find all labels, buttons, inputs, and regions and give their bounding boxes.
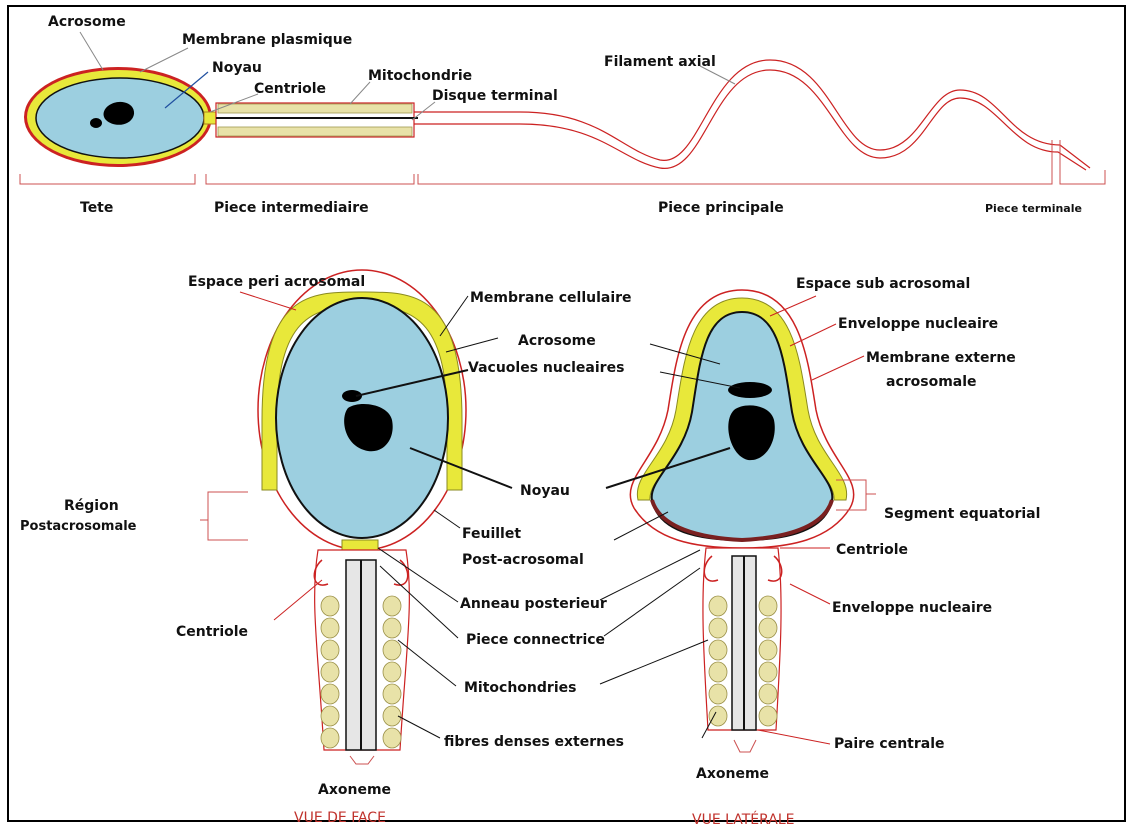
label-noyau-top: Noyau [212, 60, 262, 76]
label-post-acrosomal: Post-acrosomal [462, 552, 584, 568]
label-acrosome: Acrosome [48, 14, 126, 30]
top-centriole [204, 112, 216, 124]
label-vacuoles-nucleaires: Vacuoles nucleaires [468, 360, 624, 376]
label-fibres-denses: fibres denses externes [444, 734, 624, 750]
label-centriole-top: Centriole [254, 81, 326, 97]
label-centriole-lateral: Centriole [836, 542, 908, 558]
label-region: Région [64, 498, 119, 514]
top-tail-outer [414, 60, 1090, 168]
label-disque-terminal: Disque terminal [432, 88, 558, 104]
leader-acrosome [80, 32, 103, 70]
label-acrosomale: acrosomale [886, 374, 977, 390]
label-acrosome-face: Acrosome [518, 333, 596, 349]
leader-membrane [140, 48, 188, 72]
label-segment-equatorial: Segment equatorial [884, 506, 1040, 522]
label-membrane-cellulaire: Membrane cellulaire [470, 290, 632, 306]
label-piece-intermediaire: Piece intermediaire [214, 200, 369, 216]
label-membrane-plasmique: Membrane plasmique [182, 32, 352, 48]
brace-postacrosomale [200, 492, 248, 540]
label-tete: Tete [80, 200, 113, 216]
label-axoneme-face: Axoneme [318, 782, 391, 798]
leader-disque [412, 102, 435, 120]
lateral-nucleus-vacuole-small [728, 382, 772, 398]
label-espace-peri-acrosomal: Espace peri acrosomal [188, 274, 365, 290]
brace-lateral-axoneme [734, 740, 756, 752]
label-paire-centrale: Paire centrale [834, 736, 945, 752]
label-axoneme-lateral: Axoneme [696, 766, 769, 782]
brace-face-axoneme [350, 756, 374, 764]
label-filament-axial: Filament axial [604, 54, 716, 70]
label-espace-sub-acrosomal: Espace sub acrosomal [796, 276, 970, 292]
label-noyau-face: Noyau [520, 483, 570, 499]
top-sperm-drawing [20, 32, 1105, 184]
label-piece-connectrice: Piece connectrice [466, 632, 605, 648]
label-mitochondrie: Mitochondrie [368, 68, 472, 84]
lateral-view-drawing [600, 290, 876, 752]
label-mitochondries: Mitochondries [464, 680, 576, 696]
label-membrane-externe: Membrane externe [866, 350, 1016, 366]
label-enveloppe-nucleaire-top: Enveloppe nucleaire [838, 316, 998, 332]
label-piece-terminale: Piece terminale [985, 202, 1082, 215]
label-anneau-posterieur: Anneau posterieur [460, 596, 607, 612]
label-piece-principale: Piece principale [658, 200, 784, 216]
leader-mitochondrie [350, 82, 370, 104]
label-enveloppe-nucleaire-bottom: Enveloppe nucleaire [832, 600, 992, 616]
label-centriole-face: Centriole [176, 624, 248, 640]
caption-vue-de-face: VUE DE FACE [294, 810, 386, 826]
top-nucleus-vacuole-small [90, 118, 102, 128]
label-feuillet: Feuillet [462, 526, 521, 542]
caption-vue-laterale: VUE LATÉRALE [692, 811, 795, 828]
top-tail-inner [414, 70, 1086, 170]
label-postacrosomale: Postacrosomale [20, 519, 137, 534]
